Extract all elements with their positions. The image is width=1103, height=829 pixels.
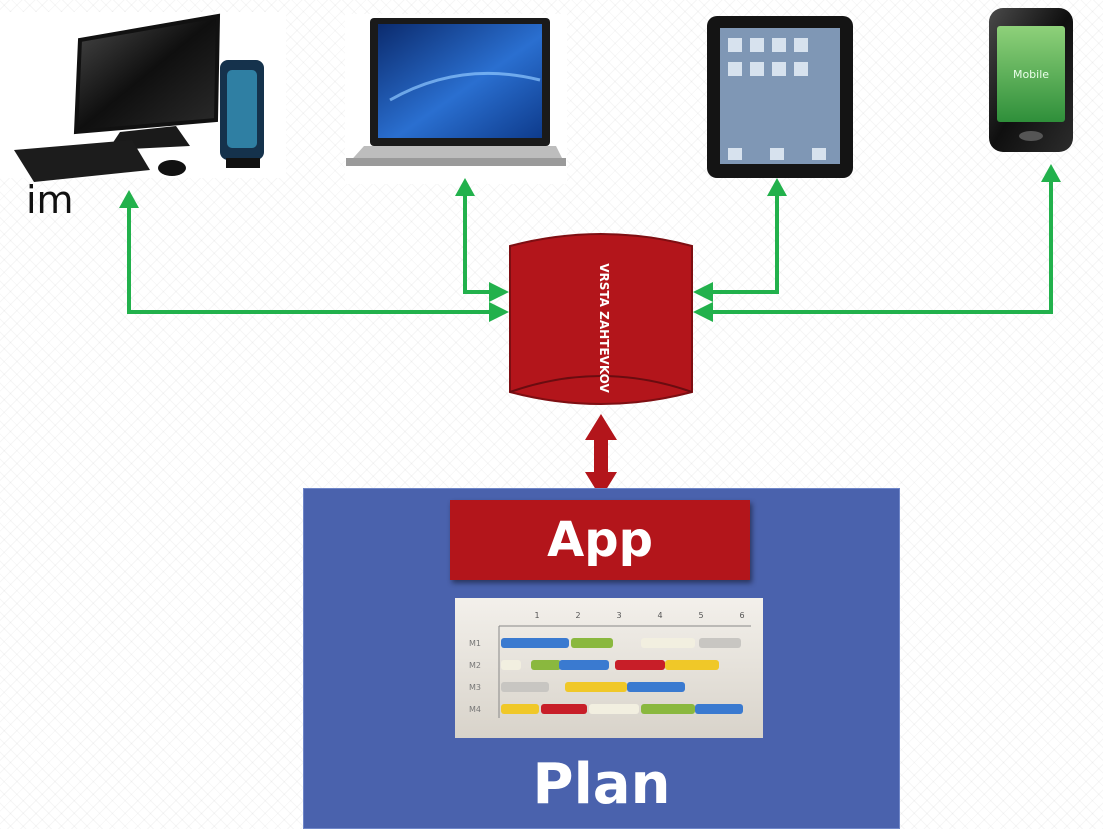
gantt-column-label: 6	[739, 611, 744, 620]
tablet-icon	[707, 16, 853, 178]
arrowhead-up	[767, 178, 787, 196]
app-box: App	[450, 500, 750, 580]
request-queue-cylinder: VRSTA ZAHTEVKOV	[509, 233, 693, 405]
gantt-row-label: M3	[469, 683, 481, 692]
gantt-column-label: 3	[616, 611, 621, 620]
side-text: im	[26, 178, 74, 222]
arrowhead-left	[693, 282, 713, 302]
desktop-computer-icon	[0, 12, 286, 182]
gantt-column-label: 5	[698, 611, 703, 620]
arrowhead-right	[489, 282, 509, 302]
gantt-row-label: M4	[469, 705, 481, 714]
arrowhead-up	[1041, 164, 1061, 182]
arrowhead-left	[693, 302, 713, 322]
tablet-link	[712, 194, 779, 294]
arrowhead-up	[455, 178, 475, 196]
arrowhead-up	[119, 190, 139, 208]
red-double-arrow	[585, 414, 617, 498]
gantt-column-label: 4	[657, 611, 662, 620]
plan-label: Plan	[532, 752, 671, 817]
green-arrows	[127, 180, 1053, 314]
phone-screen-text: Mobile	[1013, 68, 1049, 81]
laptop-link	[463, 194, 490, 294]
phone-link	[712, 180, 1053, 314]
gantt-row-label: M1	[469, 639, 481, 648]
green-arrowheads	[119, 164, 1061, 322]
gantt-column-label: 1	[534, 611, 539, 620]
smartphone-icon: Mobile	[989, 8, 1073, 152]
laptop-icon	[345, 14, 567, 184]
arrowhead-right	[489, 302, 509, 322]
gantt-row-label: M2	[469, 661, 481, 670]
gantt-bars	[501, 638, 743, 714]
queue-label: VRSTA ZAHTEVKOV	[597, 263, 611, 393]
desktop-link	[127, 206, 490, 314]
gantt-column-label: 2	[575, 611, 580, 620]
